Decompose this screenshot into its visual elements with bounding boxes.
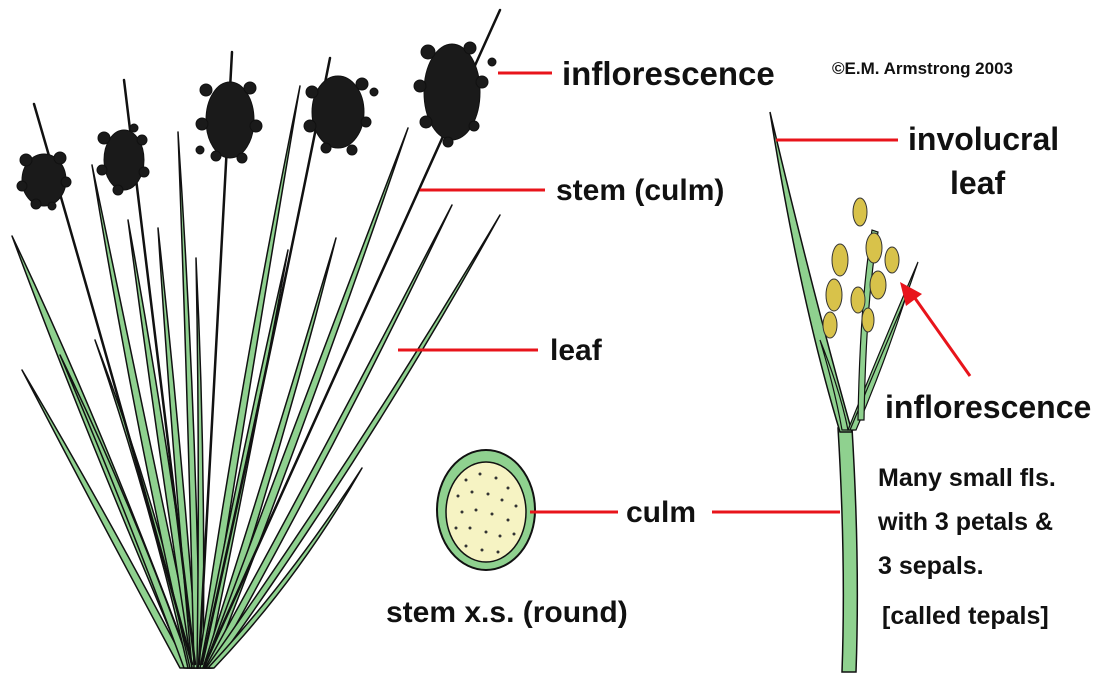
rush-plant-illustration (12, 10, 500, 668)
desc-line4: [called tepals] (882, 602, 1049, 630)
spikelets (823, 198, 899, 338)
inflorescence-cluster (304, 76, 378, 155)
leaf-blade (204, 128, 408, 668)
desc-line2: with 3 petals & (877, 508, 1053, 536)
label-stem-xs: stem x.s. (round) (386, 596, 628, 629)
desc-line1: Many small fls. (878, 464, 1056, 492)
label-stem-culm: stem (culm) (556, 174, 724, 207)
inflorescence-clusters (17, 42, 496, 210)
desc-line3: 3 sepals. (878, 552, 984, 580)
label-culm: culm (626, 496, 696, 529)
stem-cross-section (437, 450, 535, 570)
label-involucral-line1: involucral (908, 121, 1059, 157)
label-inflorescence-right: inflorescence (885, 389, 1091, 425)
label-leaf: leaf (550, 334, 603, 367)
label-inflorescence-top: inflorescence (562, 55, 775, 92)
inflorescence-cluster (196, 82, 262, 163)
inflorescence-cluster (97, 124, 149, 195)
copyright-text: ©E.M. Armstrong 2003 (832, 59, 1013, 78)
inflorescence-cluster (414, 42, 496, 147)
label-involucral-line2: leaf (950, 165, 1005, 201)
leader-inflorescence-arrow (912, 294, 970, 376)
culm-closeup-stem (838, 428, 857, 672)
